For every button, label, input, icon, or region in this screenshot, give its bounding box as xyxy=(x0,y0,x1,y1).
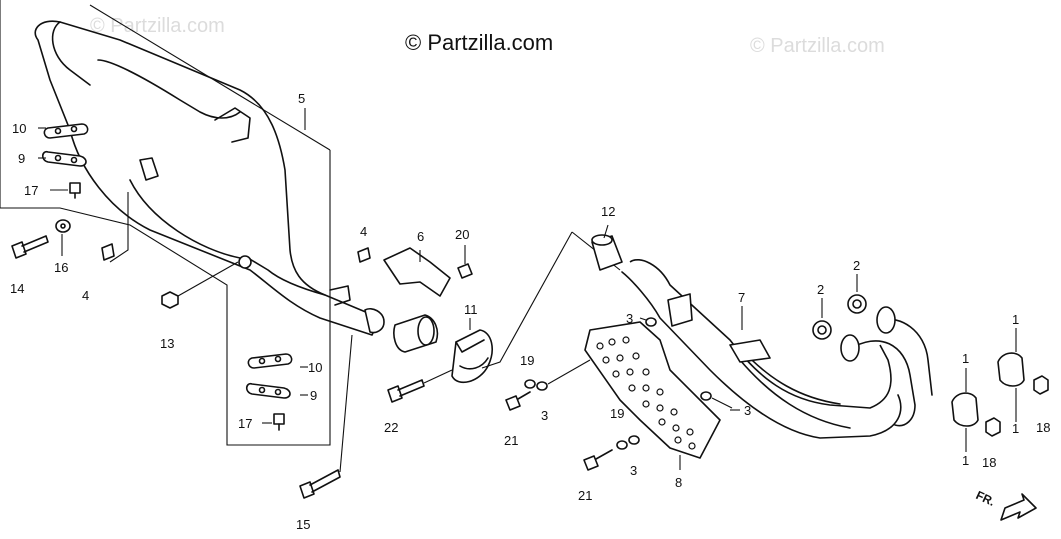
callout-1-left-bottom: 1 xyxy=(962,453,969,468)
callout-3-lower: 3 xyxy=(630,463,637,478)
gasket-9-lower xyxy=(245,382,291,399)
callout-2-right: 2 xyxy=(853,258,860,273)
callout-8: 8 xyxy=(675,475,682,490)
bolt-17-lower xyxy=(273,413,285,431)
callout-9-lower: 9 xyxy=(310,388,317,403)
front-marker-label: FR. xyxy=(974,488,997,509)
clip-4-mid xyxy=(357,247,371,263)
nut-13 xyxy=(161,261,239,309)
leader-4-left xyxy=(109,192,129,263)
washer-3-upper xyxy=(639,317,657,327)
frame-top-line xyxy=(89,4,331,151)
sleeve-12 xyxy=(591,224,623,271)
watermark-main: © Partzilla.com xyxy=(405,30,553,55)
plate-10-lower xyxy=(247,353,293,369)
muffler-part-5 xyxy=(34,20,385,336)
callout-19-lower: 19 xyxy=(610,406,624,421)
callout-3-left: 3 xyxy=(541,408,548,423)
bracket-frame-left xyxy=(0,150,331,446)
collar-1-left xyxy=(951,368,979,452)
callout-3-upper: 3 xyxy=(626,311,633,326)
bolt-17-upper xyxy=(69,182,81,199)
callout-10-lower: 10 xyxy=(308,360,322,375)
callout-13: 13 xyxy=(160,336,174,351)
bracket-6 xyxy=(383,247,451,297)
callout-1-right-bottom: 1 xyxy=(1012,421,1019,436)
band-11 xyxy=(451,318,493,384)
callout-4-left: 4 xyxy=(82,288,89,303)
callout-12: 12 xyxy=(601,204,615,219)
bolt-21-upper xyxy=(505,391,531,411)
callout-18-right: 18 xyxy=(1036,420,1050,435)
callout-15: 15 xyxy=(296,517,310,532)
callout-5: 5 xyxy=(298,91,305,106)
callout-3-right: 3 xyxy=(744,403,751,418)
gasket-9-upper xyxy=(41,150,87,167)
callout-14: 14 xyxy=(10,281,24,296)
callout-19-upper: 19 xyxy=(520,353,534,368)
callout-22: 22 xyxy=(384,420,398,435)
callout-9-upper: 9 xyxy=(18,151,25,166)
watermark-faded-left: © Partzilla.com xyxy=(90,15,225,37)
callout-16: 16 xyxy=(54,260,68,275)
callout-20: 20 xyxy=(455,227,469,242)
callout-10-upper: 10 xyxy=(12,121,26,136)
washer-3-lower xyxy=(628,435,640,445)
gasket-2-left xyxy=(812,298,832,340)
bolt-21-lower xyxy=(583,449,613,471)
callout-11: 11 xyxy=(464,302,478,317)
washer-19-lower xyxy=(616,440,628,450)
bolt-20 xyxy=(457,245,473,279)
bolt-15 xyxy=(299,334,353,499)
washer-3-left xyxy=(536,359,591,391)
callout-7: 7 xyxy=(738,290,745,305)
nut-18-right xyxy=(1033,375,1049,395)
washer-16 xyxy=(55,219,71,233)
callout-1-left-top: 1 xyxy=(962,351,969,366)
watermark-faded-right: © Partzilla.com xyxy=(750,35,885,57)
bolt-14 xyxy=(11,235,49,259)
front-arrow-icon xyxy=(1000,493,1037,521)
callout-4-mid: 4 xyxy=(360,224,367,239)
callout-1-right-top: 1 xyxy=(1012,312,1019,327)
joint-pipe xyxy=(393,314,439,353)
callout-leaders xyxy=(38,108,740,424)
callout-21-upper: 21 xyxy=(504,433,518,448)
plate-10-upper xyxy=(43,123,89,139)
exhaust-pipe-7 xyxy=(621,259,933,439)
washer-3-right xyxy=(700,391,733,409)
washer-19-upper xyxy=(524,379,536,389)
bolt-22 xyxy=(387,369,453,403)
callout-17-lower: 17 xyxy=(238,416,252,431)
clip-4-left xyxy=(101,243,115,261)
callout-2-left: 2 xyxy=(817,282,824,297)
nut-18-left xyxy=(985,417,1001,437)
collar-1-right xyxy=(997,328,1025,422)
callout-21-lower: 21 xyxy=(578,488,592,503)
callout-18-left: 18 xyxy=(982,455,996,470)
callout-17-upper: 17 xyxy=(24,183,38,198)
gasket-2-right xyxy=(847,274,867,314)
callout-6: 6 xyxy=(417,229,424,244)
heat-shield-8 xyxy=(584,321,721,470)
